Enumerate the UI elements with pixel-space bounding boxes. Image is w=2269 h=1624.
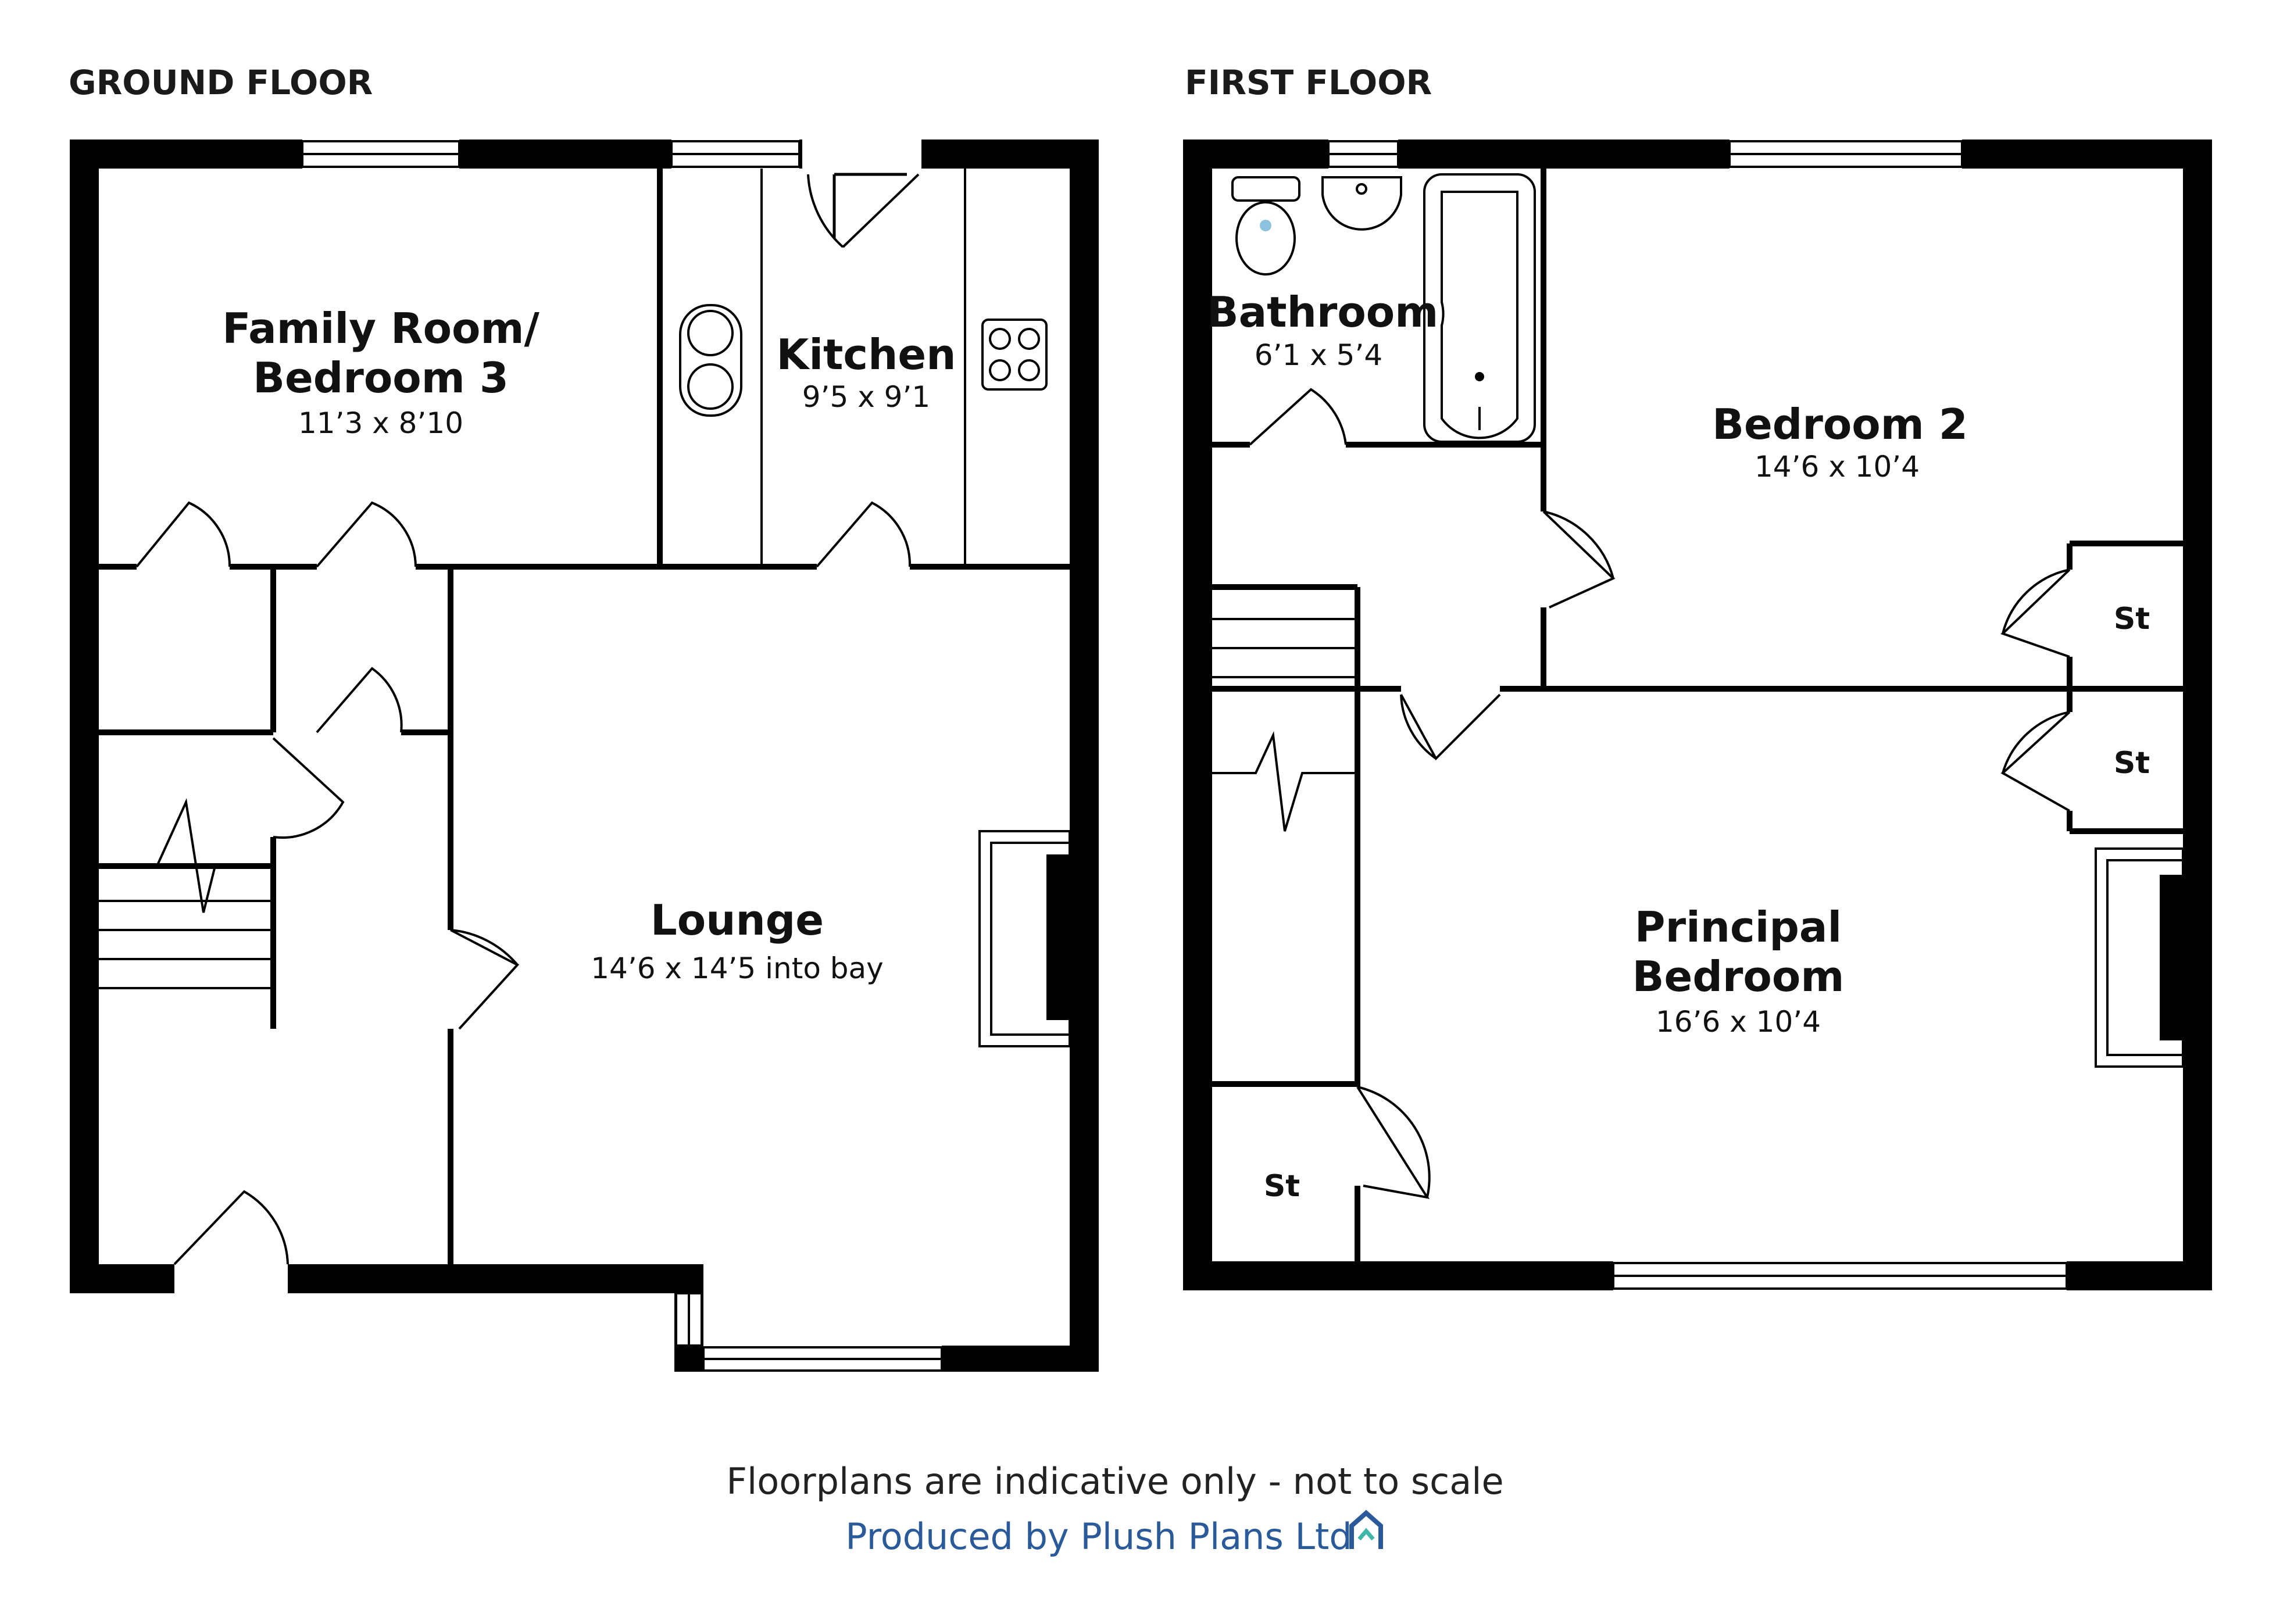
bedroom2-name: Bedroom 2 xyxy=(1712,400,1968,449)
hob-icon xyxy=(981,319,1048,391)
producer-credit: Produced by Plush Plans Ltd xyxy=(845,1515,1352,1558)
ground-wall-top-3 xyxy=(799,139,802,169)
doors-ground xyxy=(135,173,920,1265)
bathroom-dims: 6’1 x 5’4 xyxy=(1255,338,1382,372)
store-label: St xyxy=(1264,1169,1300,1204)
ground-wall-top-1 xyxy=(70,139,302,169)
fireplace-icon xyxy=(2095,847,2184,1068)
bathroom-name: Bathroom xyxy=(1207,288,1439,337)
first-wall-top-2 xyxy=(1398,139,1730,169)
fireplace-icon xyxy=(978,830,1071,1047)
disclaimer-note: Floorplans are indicative only - not to … xyxy=(726,1460,1503,1503)
bath-icon xyxy=(1423,173,1536,443)
lounge-name: Lounge xyxy=(651,896,824,945)
store-label: St xyxy=(2114,602,2150,636)
first-wall-left xyxy=(1183,139,1212,1290)
kitchen-name: Kitchen xyxy=(777,330,956,379)
first-wall-right xyxy=(2183,139,2212,1290)
toilet-icon xyxy=(1231,176,1300,276)
principal-bedroom-dims: 16’6 x 10’4 xyxy=(1656,1005,1821,1039)
first-floor-title: FIRST FLOOR xyxy=(1185,63,1432,102)
kitchen-sink-icon xyxy=(679,304,742,417)
ground-wall-bottom-2 xyxy=(288,1264,703,1293)
ground-wall-right xyxy=(1070,139,1099,1372)
doors-first xyxy=(1249,388,2071,1199)
ground-wall-top-2 xyxy=(459,139,671,169)
ground-wall-bottom-1 xyxy=(70,1264,174,1293)
family-room-dims: 11’3 x 8’10 xyxy=(298,406,463,440)
ground-stairs xyxy=(99,798,273,989)
lounge-dims: 14’6 x 14’5 into bay xyxy=(591,951,884,985)
first-wall-top-3 xyxy=(1962,139,2212,169)
first-wall-bottom-2 xyxy=(2067,1261,2212,1290)
principal-bedroom-name-line2: Bedroom xyxy=(1632,952,1845,1001)
house-logo-icon xyxy=(1349,1509,1383,1549)
first-floor-plan: Bathroom 6’1 x 5’4 Bedroom 2 14’6 x 10’4… xyxy=(1183,139,2212,1290)
ground-floor-plan: Family Room/ Bedroom 3 11’3 x 8’10 Kitch… xyxy=(70,139,1099,1372)
kitchen-dims: 9’5 x 9’1 xyxy=(802,380,930,414)
ground-bay-bottom-2 xyxy=(942,1346,1099,1372)
basin-icon xyxy=(1321,176,1402,231)
ground-wall-left xyxy=(70,139,99,1293)
principal-bedroom-name-line1: Principal xyxy=(1635,903,1842,951)
bedroom2-dims: 14’6 x 10’4 xyxy=(1755,450,1920,484)
store-label: St xyxy=(2114,746,2150,781)
first-wall-bottom-1 xyxy=(1183,1261,1613,1290)
family-room-name-line2: Bedroom 3 xyxy=(253,353,509,402)
ground-floor-title: GROUND FLOOR xyxy=(69,63,373,102)
ground-bay-bottom-1 xyxy=(674,1346,703,1372)
first-stairs xyxy=(1212,584,1357,832)
ground-wall-top-4 xyxy=(921,139,1096,169)
family-room-name-line1: Family Room/ xyxy=(222,304,539,353)
